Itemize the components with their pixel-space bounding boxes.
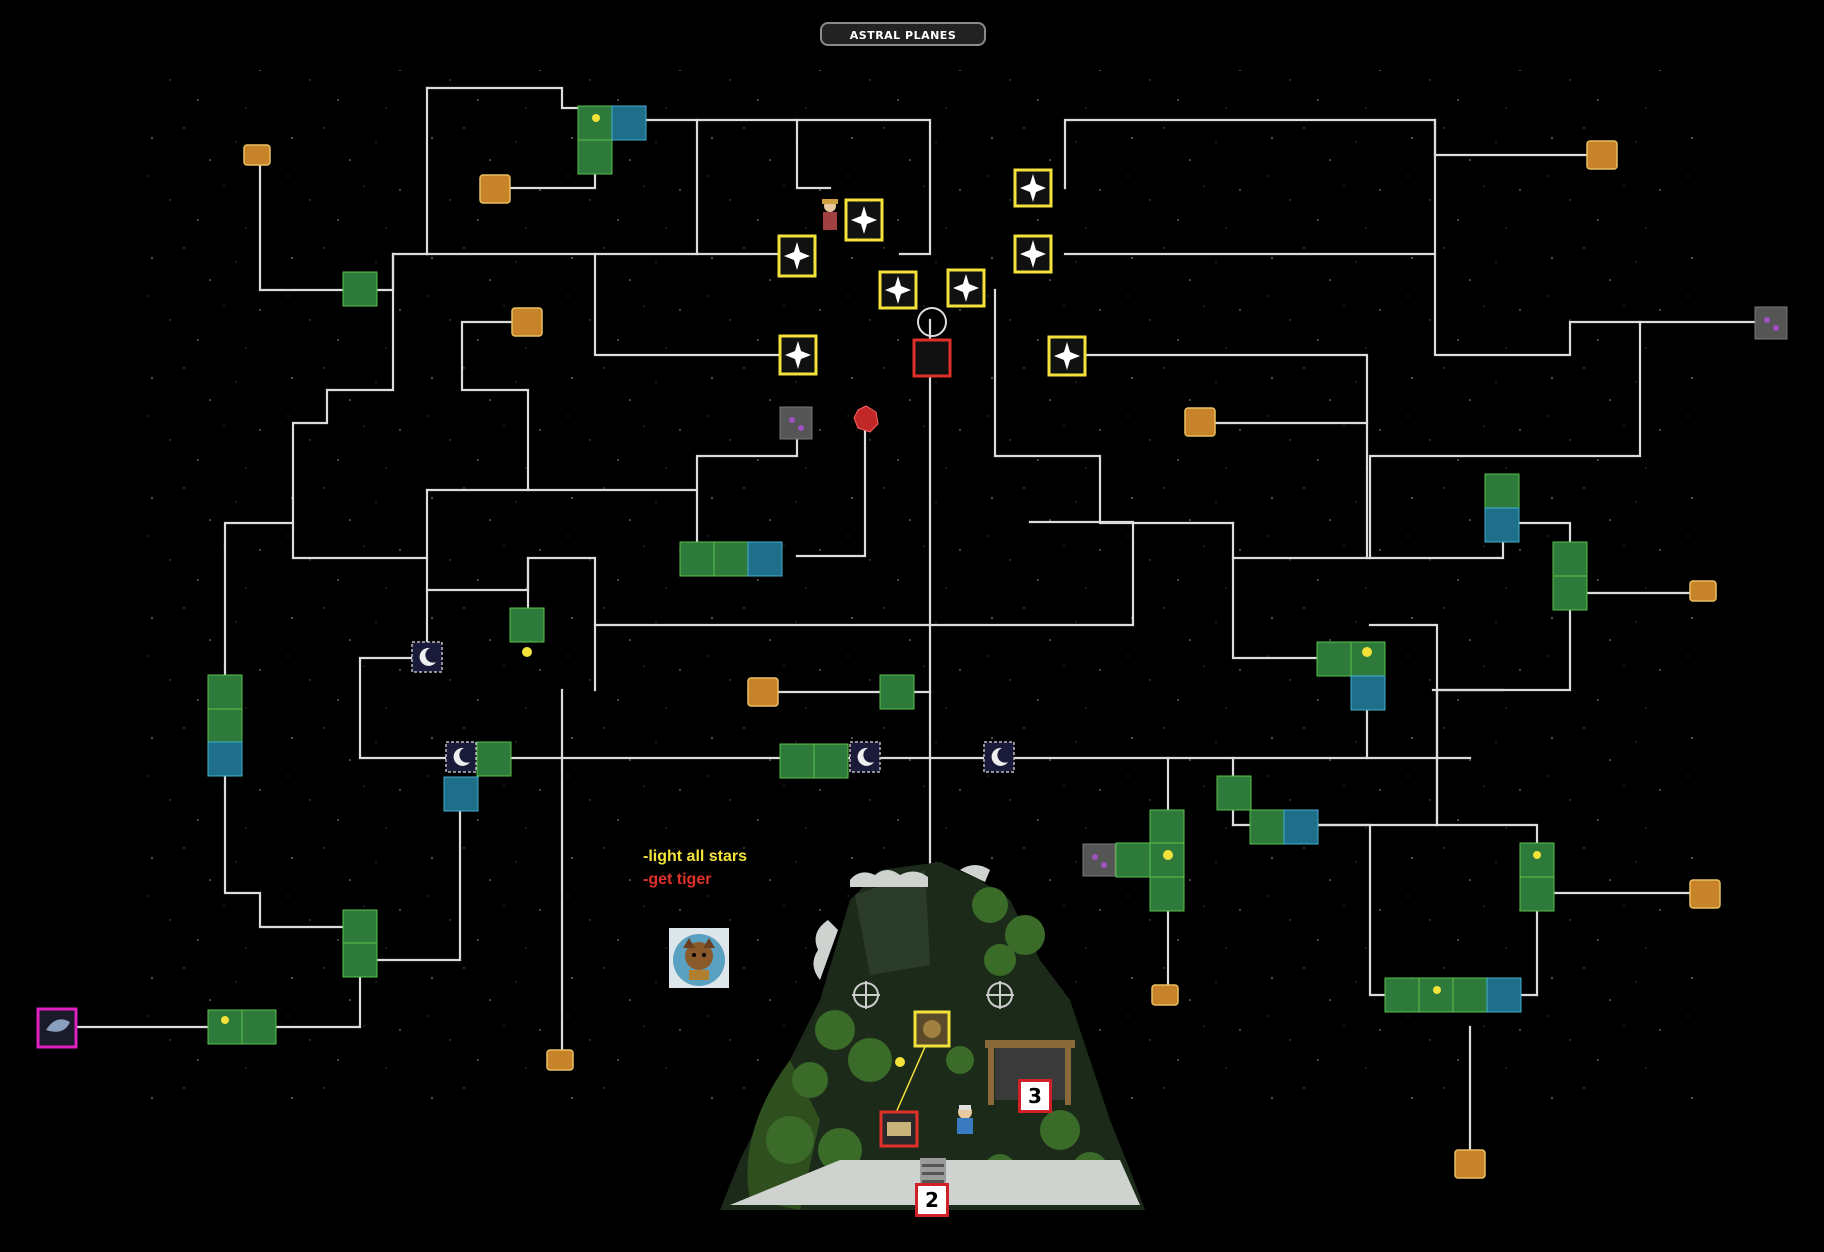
player-character-icon[interactable]: [957, 1105, 973, 1134]
treasure-chest-icon: [511, 307, 543, 337]
moon-tiles[interactable]: [411, 641, 1015, 773]
treasure-chests[interactable]: [243, 140, 1721, 1179]
floor-2-badge[interactable]: 2: [915, 1183, 949, 1217]
home-forest-area: [720, 862, 1145, 1210]
purple-rocks[interactable]: [779, 306, 1788, 877]
treasure-chest-icon: [1689, 580, 1717, 602]
portal-icon[interactable]: [36, 1007, 78, 1049]
terrain-tiles: [207, 105, 1588, 1067]
treasure-chest-icon: [1184, 407, 1216, 437]
treasure-chest-icon: [1151, 984, 1179, 1006]
tiger-portrait-icon: [669, 928, 729, 988]
objectives-legend: -light all stars -get tiger: [643, 845, 747, 891]
floor-3-badge[interactable]: 3: [1018, 1079, 1052, 1113]
compass-icon-left: [852, 981, 880, 1009]
red-crystal-icon[interactable]: [853, 405, 879, 433]
purple-rock-icon: [1754, 306, 1788, 340]
treasure-chest-icon: [1689, 879, 1721, 909]
treasure-chest-icon: [1454, 1149, 1486, 1179]
objective-light-stars: -light all stars: [643, 848, 748, 865]
compass-icon-right: [986, 981, 1014, 1009]
treasure-chest-icon: [546, 1049, 574, 1071]
moon-tile-icon: [983, 741, 1015, 773]
star-tiles[interactable]: [777, 168, 1087, 377]
treasure-chest-icon: [747, 677, 779, 707]
moon-tile-icon: [849, 741, 881, 773]
objective-get-tiger: -get tiger: [643, 871, 712, 888]
moon-tile-icon: [411, 641, 443, 673]
purple-rock-icon: [779, 406, 813, 440]
tiger-target[interactable]: [912, 307, 952, 378]
moon-tile-icon: [445, 741, 477, 773]
purple-rock-icon: [1082, 843, 1116, 877]
treasure-chest-icon: [1586, 140, 1618, 170]
npc-character-icon[interactable]: [822, 199, 838, 230]
page-title: ASTRAL PLANES: [820, 22, 986, 46]
treasure-chest-icon: [479, 174, 511, 204]
treasure-chest-icon: [243, 144, 271, 166]
